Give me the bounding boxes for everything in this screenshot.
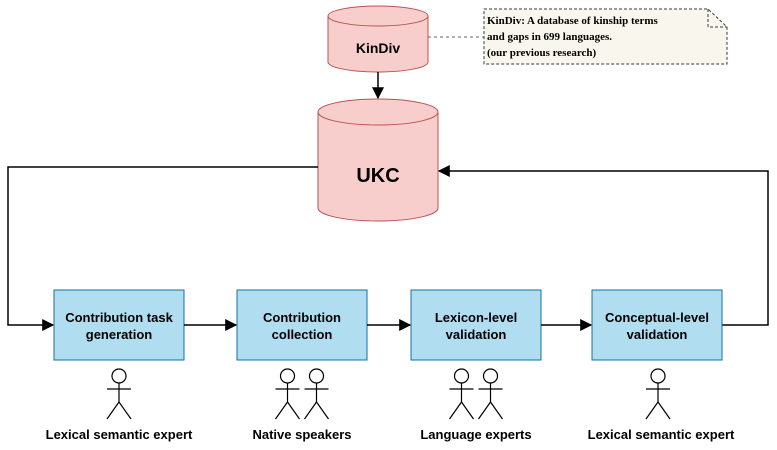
step-4-label-line-2: validation [627, 327, 688, 342]
person-icon [645, 368, 671, 420]
step4-to-ukc-arrow [437, 165, 769, 326]
step-1-label-line-1: Contribution task [65, 310, 173, 325]
step-box-4: Conceptual-level validation [591, 289, 723, 361]
ukc-label: UKC [356, 165, 399, 187]
person-icon [304, 368, 329, 420]
step-2-label-line-1: Contribution [263, 310, 341, 325]
step-3-label-line-2: validation [446, 327, 507, 342]
note-line-3: (our previous research) [487, 47, 597, 59]
note-line-2: and gaps in 699 languages. [487, 31, 612, 43]
step-box-1: Contribution task generation [53, 289, 185, 361]
note-line-1: KinDiv: A database of kinship terms [487, 15, 659, 27]
step-3-label-line-1: Lexicon-level [435, 310, 517, 325]
kindiv-database: KinDiv [327, 5, 429, 73]
step-4-label-line-1: Conceptual-level [605, 310, 709, 325]
person-icon [275, 368, 300, 420]
ukc-database: UKC [317, 98, 439, 222]
kindiv-label: KinDiv [356, 40, 401, 56]
step-box-3: Lexicon-level validation [410, 289, 542, 361]
step-1-label-line-2: generation [86, 327, 153, 342]
person-icon [478, 368, 503, 420]
actor-group-3 [449, 368, 503, 420]
actor-label-4: Lexical semantic expert [588, 427, 735, 442]
person-icon [106, 368, 132, 420]
actor-group-2 [275, 368, 329, 420]
kindiv-note: KinDiv: A database of kinship terms and … [483, 8, 728, 65]
actor-group-4 [645, 368, 671, 420]
step-2-label-line-2: collection [272, 327, 333, 342]
actor-label-2: Native speakers [252, 427, 351, 442]
actor-group-1 [106, 368, 132, 420]
step-box-2: Contribution collection [236, 289, 368, 361]
person-icon [449, 368, 474, 420]
actor-label-1: Lexical semantic expert [46, 427, 193, 442]
ukc-to-step1-arrow [7, 166, 318, 331]
actor-label-3: Language experts [420, 427, 531, 442]
